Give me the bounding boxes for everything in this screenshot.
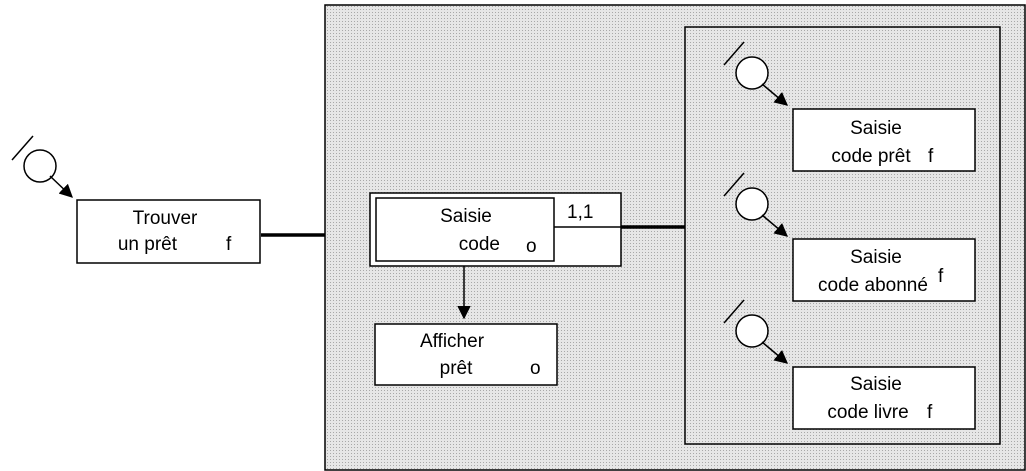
saisie-code-line2: code [459,234,500,255]
saisie-livre-line1: Saisie [850,374,902,395]
process-saisie-code-pret: Saisie code prêt f [792,108,976,172]
actor-trigger-abonne [723,172,789,237]
trouver-line2: un prêt [118,234,178,255]
saisie-livre-line2: code livre [827,402,908,423]
actor-trigger-pret [723,41,789,106]
actor-trigger-livre [723,299,789,364]
saisie-abonne-mark: f [938,266,944,287]
trouver-mark: f [226,234,232,255]
process-afficher-pret: Afficher prêt o [374,323,558,386]
cardinality-label: 1,1 [567,202,593,223]
afficher-line1: Afficher [420,331,485,352]
afficher-mark: o [530,358,541,379]
process-trouver-un-pret: Trouver un prêt f [76,199,261,264]
saisie-abonne-line1: Saisie [850,247,902,268]
afficher-line2: prêt [440,358,473,379]
process-saisie-code-abonne: Saisie code abonné f [792,238,976,302]
trouver-line1: Trouver [133,208,198,229]
actor-trigger-trouver [11,135,73,198]
process-saisie-code: Saisie code o 1,1 [369,192,622,267]
saisie-pret-line1: Saisie [850,118,902,139]
saisie-pret-line2: code prêt [831,146,911,167]
saisie-livre-mark: f [927,402,933,423]
saisie-abonne-line2: code abonné [818,275,928,296]
saisie-code-mark: o [526,236,537,257]
saisie-code-line1: Saisie [440,206,492,227]
saisie-pret-mark: f [928,146,934,167]
process-saisie-code-livre: Saisie code livre f [792,366,976,430]
